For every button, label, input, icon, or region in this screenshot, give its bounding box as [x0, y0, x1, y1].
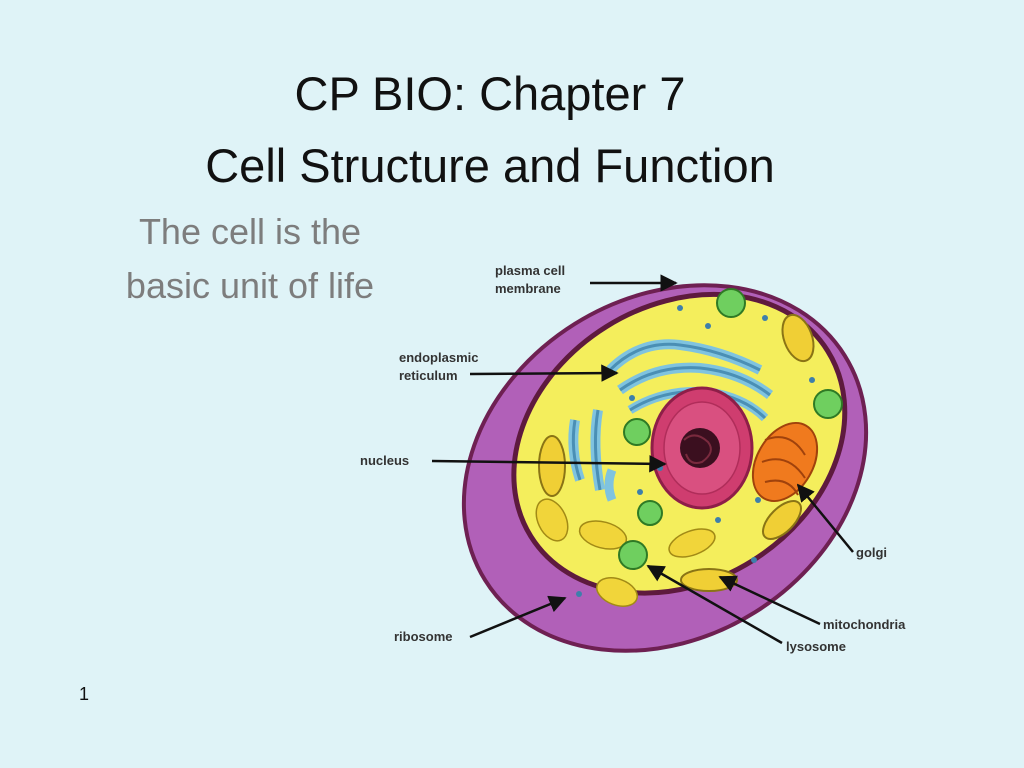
title-line-2: Cell Structure and Function	[205, 139, 775, 192]
label-golgi: golgi	[856, 545, 887, 560]
vesicles	[535, 498, 716, 607]
label-nucleus: nucleus	[360, 453, 409, 468]
label-plasma-membrane-1: plasma cell	[495, 263, 565, 278]
page-number: 1	[79, 684, 90, 704]
arrow-mitochondria	[718, 575, 821, 626]
label-mitochondria: mitochondria	[823, 617, 906, 632]
ribosomes	[576, 305, 815, 597]
arrow-nucleus	[431, 455, 667, 473]
arrow-ribosome	[469, 595, 567, 639]
label-er-2: reticulum	[399, 368, 458, 383]
slide-subtitle: The cell is the basic unit of life	[60, 205, 440, 313]
arrow-lysosome	[646, 564, 783, 645]
label-ribosome: ribosome	[394, 629, 453, 644]
title-line-1: CP BIO: Chapter 7	[294, 67, 686, 120]
golgi-apparatus	[751, 422, 819, 502]
label-er-1: endoplasmic	[399, 350, 478, 365]
endoplasmic-reticulum	[568, 339, 774, 502]
slide-title: CP BIO: Chapter 7 Cell Structure and Fun…	[0, 58, 980, 202]
nucleolus	[680, 428, 720, 468]
subtitle-line-2: basic unit of life	[125, 265, 375, 306]
arrow-endoplasmic-reticulum	[469, 364, 619, 382]
leader-arrows	[431, 274, 854, 645]
label-lysosome: lysosome	[786, 639, 846, 654]
label-plasma-membrane-2: membrane	[495, 281, 561, 296]
lysosomes	[618, 288, 843, 570]
arrow-golgi	[796, 483, 854, 553]
mitochondria-group	[538, 313, 815, 592]
subtitle-line-1: The cell is the	[138, 211, 362, 252]
